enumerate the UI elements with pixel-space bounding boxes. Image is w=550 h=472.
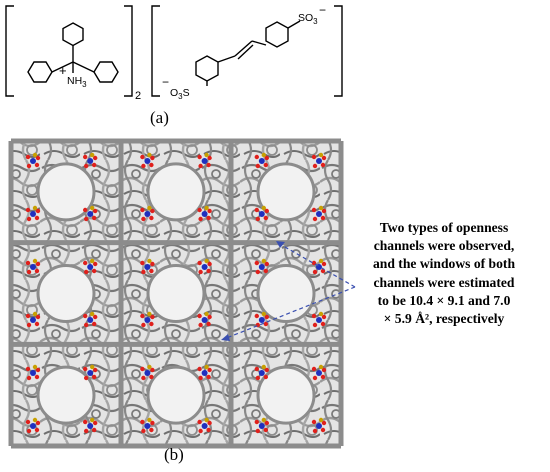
- channel-arrows: [223, 242, 356, 340]
- bracket-left-open: [5, 5, 14, 97]
- sulfonate-cluster: [197, 364, 212, 381]
- sulfonate-cluster: [25, 205, 41, 222]
- sulfonate-cluster: [83, 258, 98, 275]
- note-line-5: to be 10.4 × 9.1 and 7.0: [377, 292, 511, 308]
- cation-charge: +: [59, 63, 67, 78]
- sulfonate-cluster: [254, 258, 269, 275]
- channel-opening: [36, 162, 96, 222]
- anion-right-charge: −: [319, 3, 326, 17]
- sulfonate-cluster: [140, 364, 155, 381]
- anion-right-group: SO3: [298, 12, 318, 26]
- sulfonate-cluster: [140, 205, 155, 222]
- channel-opening: [256, 365, 316, 425]
- sulfonate-cluster: [140, 311, 155, 328]
- anion-left-group: O3S: [170, 87, 190, 101]
- bracket-right-close: [334, 5, 343, 97]
- label-b: (b): [164, 445, 184, 464]
- sulfonate-cluster: [25, 311, 41, 328]
- channel-opening: [36, 264, 96, 323]
- sulfonate-cluster: [25, 364, 41, 381]
- sulfonate-cluster: [311, 152, 327, 169]
- sulfonate-cluster: [311, 205, 327, 222]
- label-a: (a): [150, 108, 169, 127]
- channel-opening: [146, 365, 206, 425]
- bracket-left-close: [124, 5, 133, 97]
- sulfonate-cluster: [197, 258, 212, 275]
- channel-description: Two types of openness channels were obse…: [338, 219, 550, 328]
- cation-nh-label: NH3: [67, 75, 87, 89]
- cation-count: 2: [135, 90, 141, 102]
- arrow-head-large: [276, 241, 285, 248]
- sulfonate-cluster: [140, 152, 155, 169]
- cation-triphenylmethylammonium: [27, 22, 119, 83]
- atom-markers: [25, 152, 327, 434]
- sulfonate-cluster: [83, 311, 98, 328]
- arrow-head-small: [221, 334, 230, 341]
- note-line-6: × 5.9 Å², respectively: [383, 311, 505, 327]
- note-line-1: Two types of openness: [379, 220, 509, 235]
- channel-opening: [146, 162, 206, 222]
- sulfonate-cluster: [254, 311, 269, 328]
- channel-opening: [146, 264, 206, 323]
- channel-opening: [256, 264, 316, 323]
- anion-left-charge: −: [162, 75, 169, 89]
- sulfonate-cluster: [197, 311, 212, 328]
- chemical-labels: + NH3 2 − O3S SO3 −: [59, 3, 326, 102]
- note-line-2: channels were observed,: [373, 238, 515, 254]
- framework-cell-walls: [8, 138, 344, 449]
- sulfonate-cluster: [25, 417, 41, 434]
- sulfonate-cluster: [311, 364, 327, 381]
- sulfonate-cluster: [83, 364, 98, 381]
- sulfonate-cluster: [254, 364, 269, 381]
- sulfonate-cluster: [83, 417, 98, 434]
- sulfonate-cluster: [197, 205, 212, 222]
- arrow-heads: [221, 241, 285, 341]
- crystal-packing-view: [8, 138, 344, 449]
- note-line-3: and the windows of both: [372, 256, 516, 272]
- bracket-right-open: [151, 5, 160, 97]
- chemical-structure: [5, 5, 343, 97]
- sulfonate-cluster: [311, 311, 327, 328]
- arrow-to-large-channel: [277, 242, 356, 288]
- sulfonate-cluster: [25, 258, 41, 275]
- sulfonate-cluster: [25, 152, 41, 169]
- channel-opening: [36, 365, 96, 425]
- sulfonate-cluster: [254, 205, 269, 222]
- sulfonate-cluster: [83, 205, 98, 222]
- sulfonate-cluster: [140, 258, 155, 275]
- sulfonate-cluster: [311, 417, 327, 434]
- channel-opening: [256, 162, 316, 222]
- note-line-4: channels were estimated: [373, 274, 515, 290]
- sulfonate-cluster: [197, 417, 212, 434]
- arrow-to-small-channel: [223, 286, 356, 340]
- anion-stilbenedisulfonate: [195, 20, 301, 86]
- sulfonate-cluster: [197, 152, 212, 169]
- sulfonate-cluster: [140, 417, 155, 434]
- sulfonate-cluster: [254, 417, 269, 434]
- sulfonate-cluster: [254, 152, 269, 169]
- sulfonate-cluster: [83, 152, 98, 169]
